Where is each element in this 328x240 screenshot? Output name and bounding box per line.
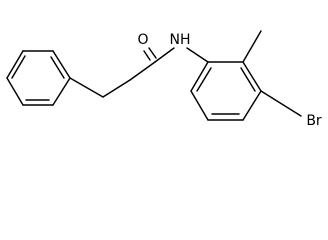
- aryl-bond: [242, 90, 262, 121]
- carbonyl-oxygen-label: O: [137, 32, 148, 48]
- phenyl-ring: [6, 50, 71, 106]
- aryl-bond: [190, 61, 209, 92]
- structural-formula: O NH Br: [6, 30, 322, 129]
- carbonyl-double-bond-right: [148, 47, 157, 59]
- phenyl-bond: [6, 50, 24, 79]
- phenyl-bond: [52, 50, 71, 79]
- phenyl-bond: [6, 77, 24, 106]
- phenyl-bond: [52, 77, 71, 106]
- phenyl-double-bond-inner: [11, 55, 26, 79]
- aryl-bond: [242, 61, 262, 92]
- amide-nitrogen-label: NH: [170, 32, 191, 48]
- phenyl-double-bond-inner: [50, 56, 65, 79]
- aryl-double-bond-inner: [196, 67, 212, 92]
- methyl-bond: [242, 30, 262, 63]
- aryl-bond: [190, 90, 209, 121]
- nitrogen-aryl-bond: [186, 47, 209, 63]
- amide-bond: [154, 47, 175, 63]
- bromine-label: Br: [306, 113, 322, 129]
- benzyl-bond: [69, 77, 104, 98]
- molecule-scene: O NH Br: [6, 30, 322, 129]
- carbonyl-double-bond-left: [143, 50, 151, 61]
- aryl-double-bond-inner: [240, 67, 256, 92]
- propanamide-chain: [69, 47, 209, 98]
- bromine-bond: [260, 90, 302, 117]
- alpha-carbon-bond: [129, 61, 156, 81]
- ethylene-bond: [102, 79, 131, 98]
- bromo-methyl-phenyl-ring: [190, 61, 262, 121]
